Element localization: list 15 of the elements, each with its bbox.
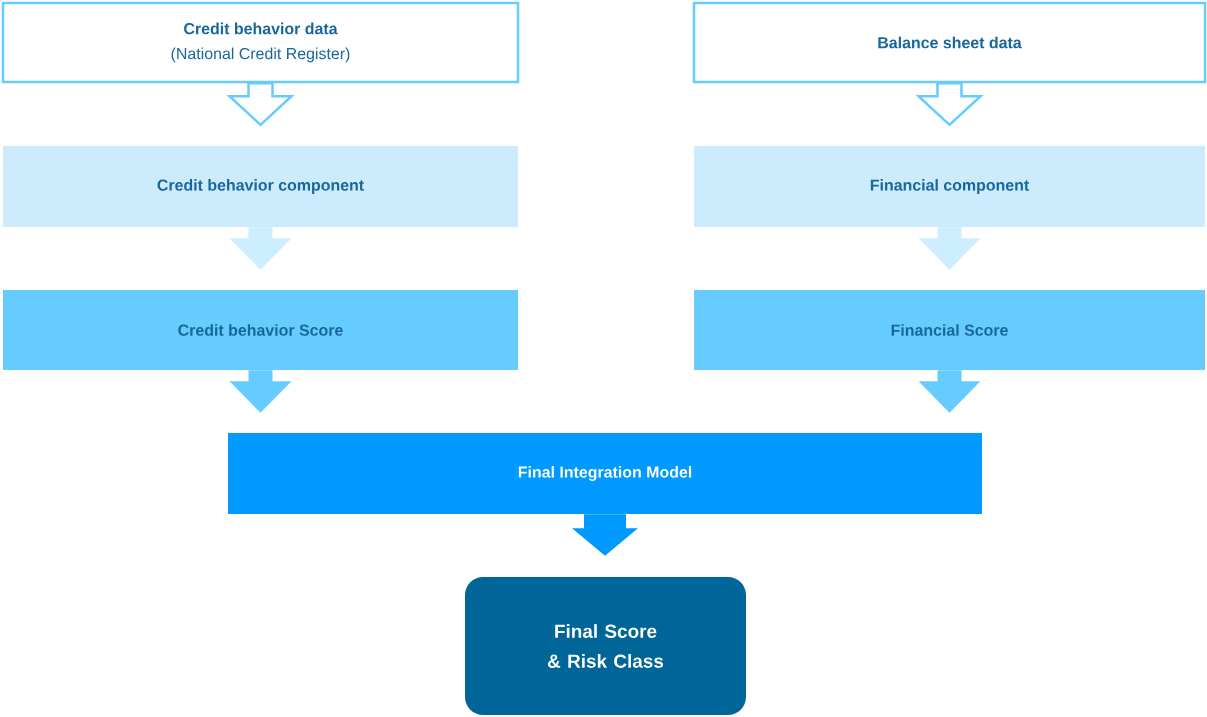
block-arrow (226, 82, 295, 127)
source-box: Credit behavior data (National Credit Register) (1, 1, 520, 84)
block-arrow (918, 227, 981, 270)
block-arrow (572, 514, 638, 556)
score-box: Financial Score (694, 290, 1205, 370)
block-arrow (918, 370, 981, 413)
component-box: Credit behavior component (3, 146, 518, 227)
component-box: Financial component (694, 146, 1205, 227)
source-box: Balance sheet data (692, 1, 1207, 84)
model-box: Final Integration Model (228, 433, 982, 514)
block-arrow (229, 227, 292, 270)
score-box: Credit behavior Score (3, 290, 518, 370)
block-arrow (229, 370, 292, 413)
result-box: Final Score & Risk Class (465, 577, 746, 715)
block-arrow (915, 82, 984, 127)
